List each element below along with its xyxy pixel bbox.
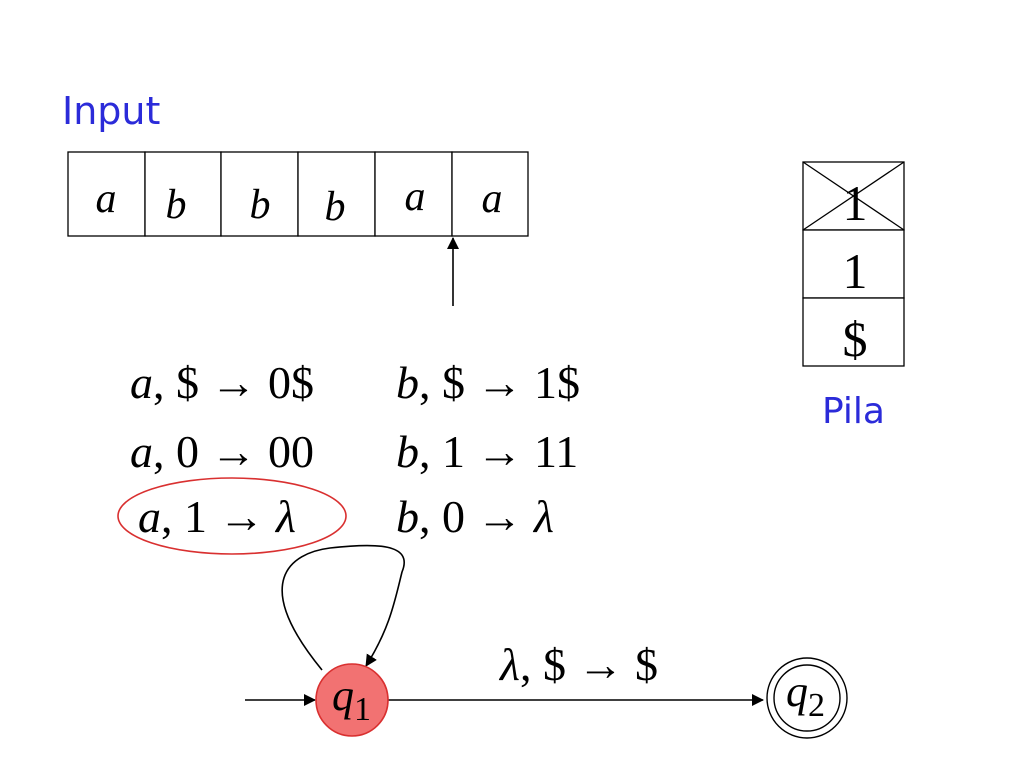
stack: 1 1 $ (802, 161, 905, 367)
transition-rule: b, $ → 1$ (396, 357, 580, 408)
transition-rule: b, 1 → 11 (396, 426, 578, 477)
transition-rule: a, 0 → 00 (130, 426, 314, 477)
tape-symbol: b (250, 182, 271, 228)
stack-symbol: 1 (843, 243, 868, 299)
tape-cell: a (451, 151, 529, 237)
input-label: Input (62, 89, 160, 133)
stack-symbol: $ (843, 311, 868, 367)
edge-label: λ, $ → $ (498, 639, 658, 690)
tape-cell: a (67, 151, 146, 237)
tape-cell: b (144, 151, 222, 237)
state-label: q1 (332, 671, 371, 728)
transition-rule-highlighted: a, 1 → λ (138, 491, 296, 542)
state-label: q2 (786, 667, 825, 724)
transitions-right: b, $ → 1$ b, 1 → 11 b, 0 → λ (396, 357, 580, 542)
transition-rule: b, 0 → λ (396, 491, 554, 542)
cross-out-line (802, 161, 905, 231)
self-loop-edge (281, 544, 405, 671)
highlight-ellipse (117, 477, 347, 555)
stack-cell: 1 (802, 161, 905, 231)
tape-symbol: a (482, 176, 503, 222)
tape-symbol: b (166, 182, 187, 228)
tape-cell: b (220, 151, 299, 237)
state-circle (315, 663, 389, 737)
tape-symbol: a (405, 174, 426, 220)
tape-symbol: a (96, 176, 117, 222)
tape-cell: a (374, 151, 453, 237)
stack-symbol: 1 (843, 175, 868, 231)
state-q1: q1 (315, 663, 389, 737)
tape-symbol: b (325, 184, 346, 230)
stack-cell: 1 (802, 229, 905, 299)
stack-cell: $ (802, 297, 905, 367)
input-tape: a b b b a a (67, 151, 529, 237)
state-q2: q2 (766, 657, 848, 739)
transitions-left: a, $ → 0$ a, 0 → 00 a, 1 → λ (117, 357, 347, 555)
stack-label: Pila (822, 391, 885, 432)
tape-cell: b (297, 151, 376, 237)
transition-rule: a, $ → 0$ (130, 357, 314, 408)
state-inner-circle (773, 664, 841, 732)
